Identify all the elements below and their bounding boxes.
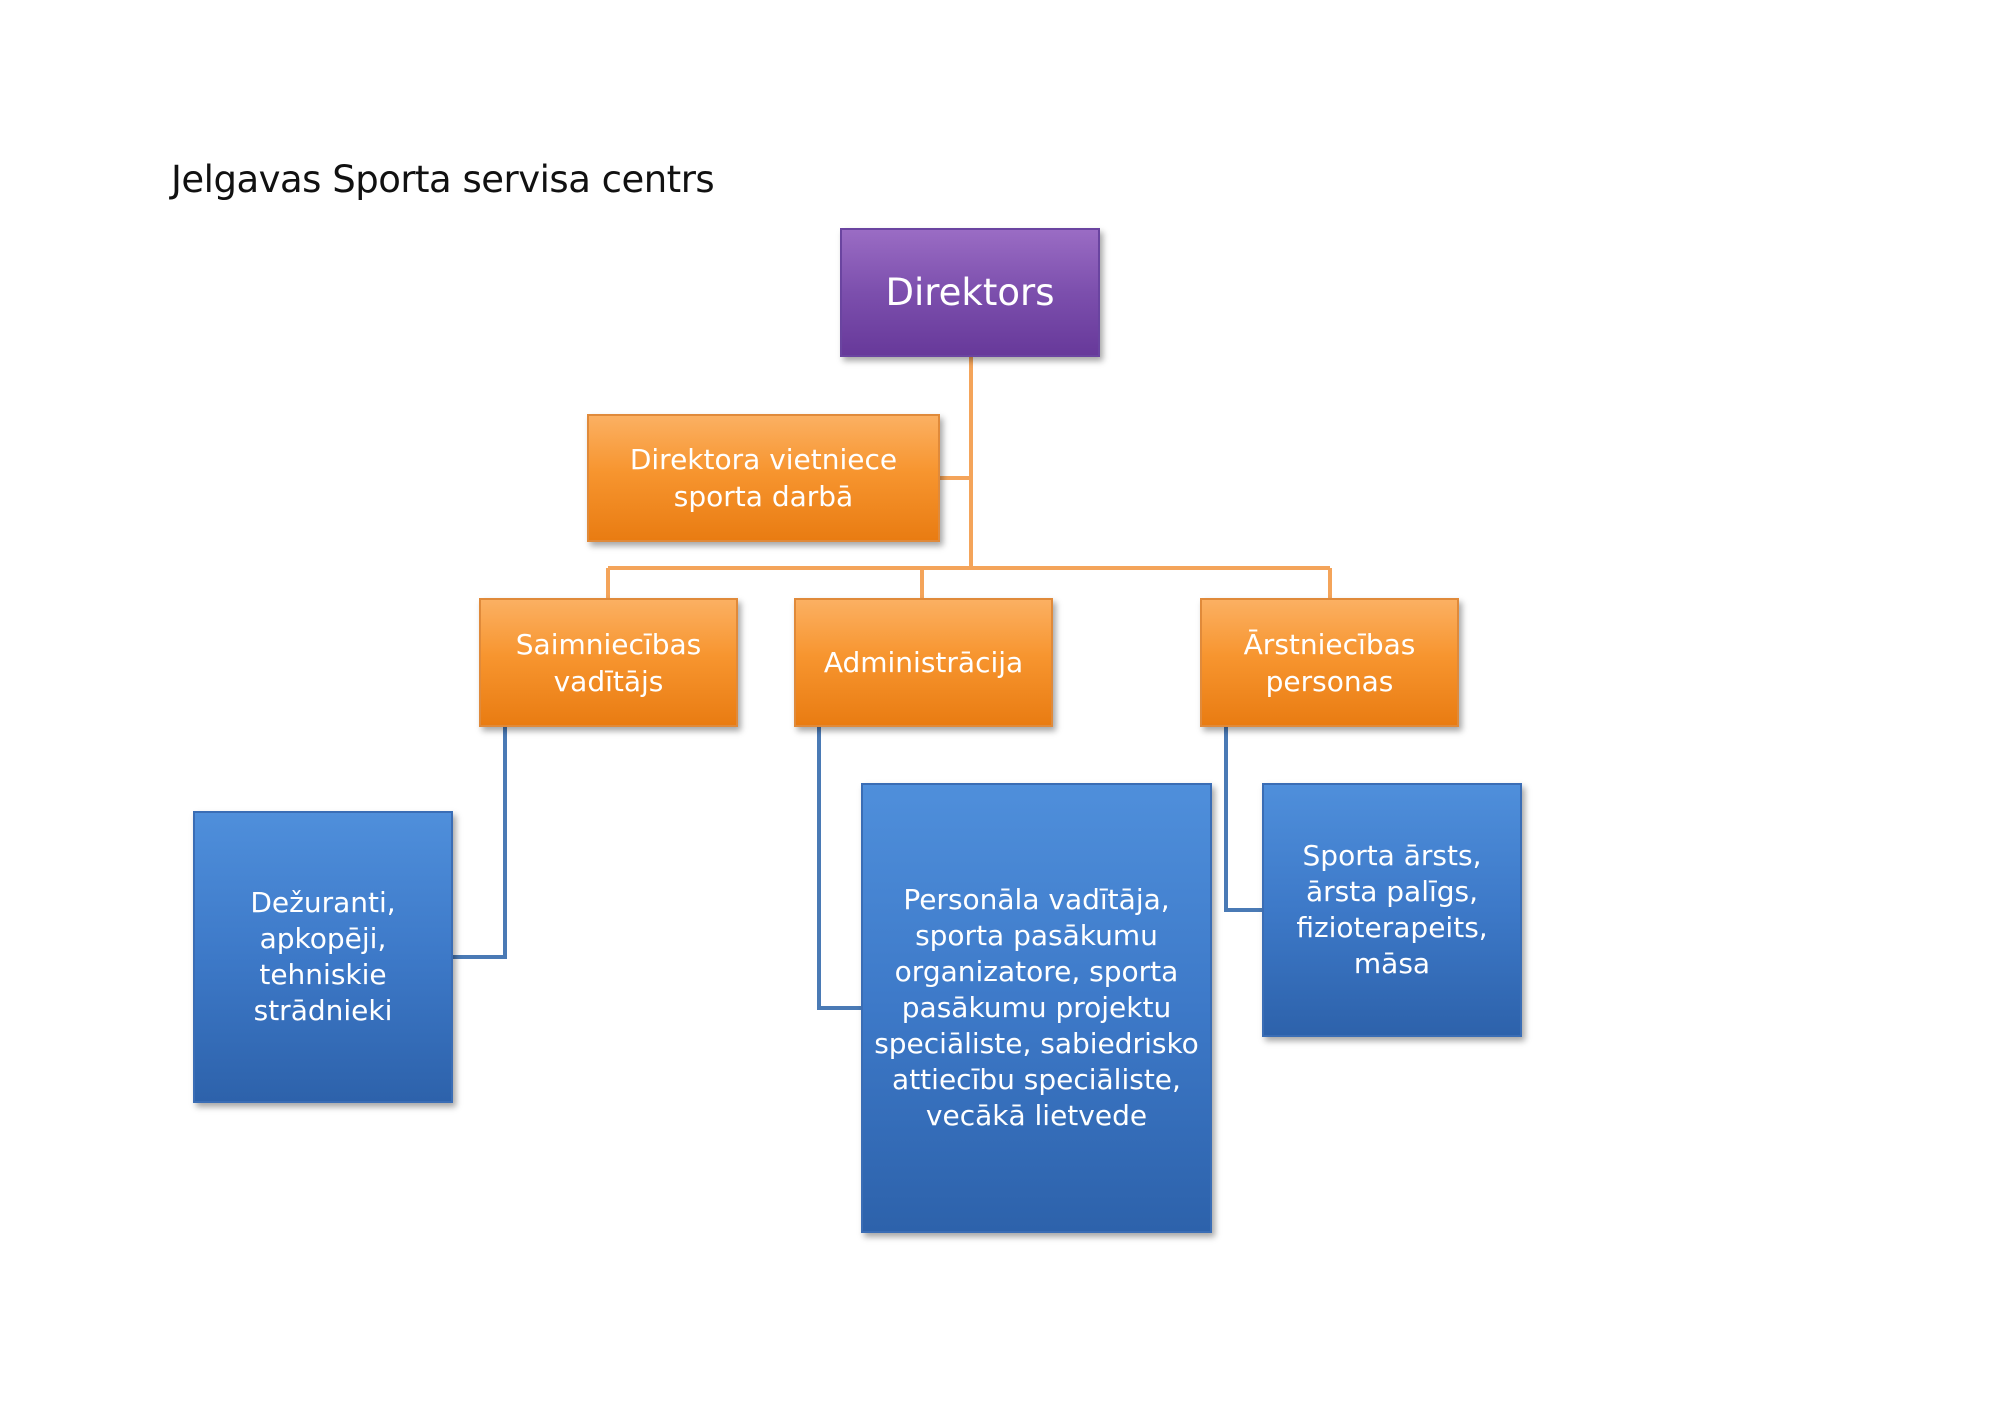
staff-1-connector-line bbox=[453, 727, 507, 959]
page-title: Jelgavas Sporta servisa centrs bbox=[171, 158, 715, 201]
department-box: Saimniecības vadītājs bbox=[479, 598, 738, 727]
deputy-box: Direktora vietniece sporta darbā bbox=[587, 414, 940, 542]
department-label: Administrācija bbox=[823, 646, 1024, 679]
director-label: Direktors bbox=[885, 271, 1055, 314]
staff-label: Dežuranti, apkopēji, tehniskie strādniek… bbox=[250, 886, 396, 1027]
staff-box: Sporta ārsts, ārsta palīgs, fizioterapei… bbox=[1262, 783, 1522, 1037]
staff-2-connector-line bbox=[817, 727, 861, 1010]
staff-label: Personāla vadītāja, sporta pasākumu orga… bbox=[874, 883, 1199, 1132]
department-label: Saimniecības vadītājs bbox=[515, 627, 702, 698]
staff-box: Personāla vadītāja, sporta pasākumu orga… bbox=[861, 783, 1212, 1233]
staff-label: Sporta ārsts, ārsta palīgs, fizioterapei… bbox=[1296, 839, 1488, 980]
deputy-label: Direktora vietniece sporta darbā bbox=[629, 443, 898, 513]
director-box: Direktors bbox=[840, 228, 1100, 357]
department-label: Ārstniecības personas bbox=[1243, 627, 1416, 698]
department-box: Ārstniecības personas bbox=[1200, 598, 1459, 727]
staff-box: Dežuranti, apkopēji, tehniskie strādniek… bbox=[193, 811, 453, 1103]
department-box: Administrācija bbox=[794, 598, 1053, 727]
staff-3-connector-line bbox=[1224, 727, 1262, 912]
